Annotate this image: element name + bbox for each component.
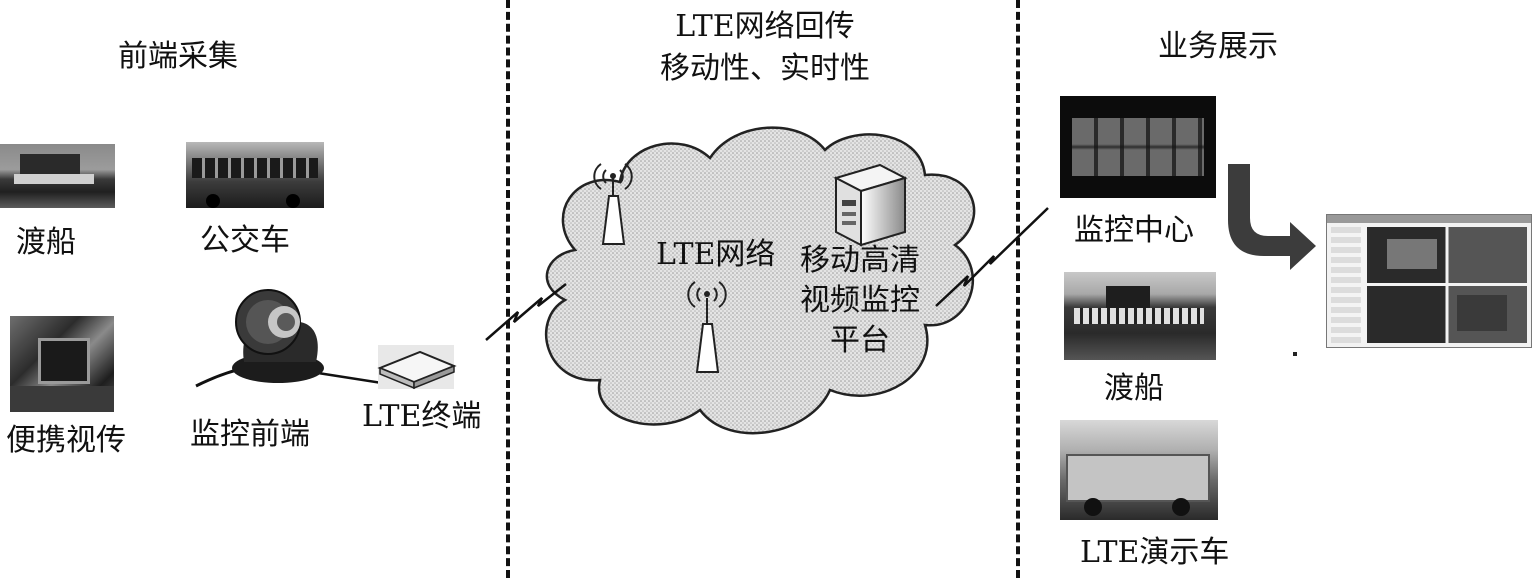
server-icon bbox=[833, 163, 908, 247]
divider-left bbox=[506, 0, 510, 578]
cloud-shape bbox=[544, 126, 976, 435]
terminal-label: LTE终端 bbox=[362, 399, 482, 434]
monitor-center-label: 监控中心 bbox=[1074, 213, 1194, 248]
ferry-label-right: 渡船 bbox=[1104, 371, 1164, 406]
demo-vehicle-photo bbox=[1060, 420, 1218, 520]
portable-label: 便携视传 bbox=[6, 423, 126, 458]
curved-arrow-icon bbox=[1228, 164, 1316, 270]
camera-icon bbox=[232, 289, 324, 383]
antenna-tower-1 bbox=[593, 163, 633, 245]
lte-terminal-icon bbox=[377, 345, 457, 390]
camera-label: 监控前端 bbox=[190, 417, 310, 452]
platform-label-line3: 平台 bbox=[830, 323, 890, 358]
ferry-label-left: 渡船 bbox=[16, 225, 76, 260]
section-title-network-line2: 移动性、实时性 bbox=[660, 51, 870, 86]
monitoring-screenshot bbox=[1326, 214, 1532, 348]
antenna-tower-2 bbox=[687, 281, 727, 373]
platform-label-line2: 视频监控 bbox=[800, 283, 920, 318]
bus-label: 公交车 bbox=[200, 223, 290, 258]
demo-vehicle-label: LTE演示车 bbox=[1080, 535, 1230, 570]
ferry-photo-right bbox=[1064, 272, 1216, 360]
wireless-link-right bbox=[935, 207, 1049, 307]
bus-photo bbox=[186, 142, 324, 208]
monitor-center-photo bbox=[1060, 96, 1216, 198]
stray-dot bbox=[1293, 352, 1297, 356]
wireless-link-left bbox=[485, 283, 567, 341]
portable-photo bbox=[10, 316, 114, 412]
lte-network-label: LTE网络 bbox=[656, 237, 776, 272]
section-title-network-line1: LTE网络回传 bbox=[675, 9, 855, 44]
camera-terminal-link bbox=[317, 371, 383, 385]
ferry-photo-left bbox=[0, 144, 115, 208]
section-title-display: 业务展示 bbox=[1158, 29, 1278, 64]
section-title-front-end: 前端采集 bbox=[118, 39, 238, 74]
platform-label-line1: 移动高清 bbox=[800, 243, 920, 278]
divider-right bbox=[1016, 0, 1020, 578]
